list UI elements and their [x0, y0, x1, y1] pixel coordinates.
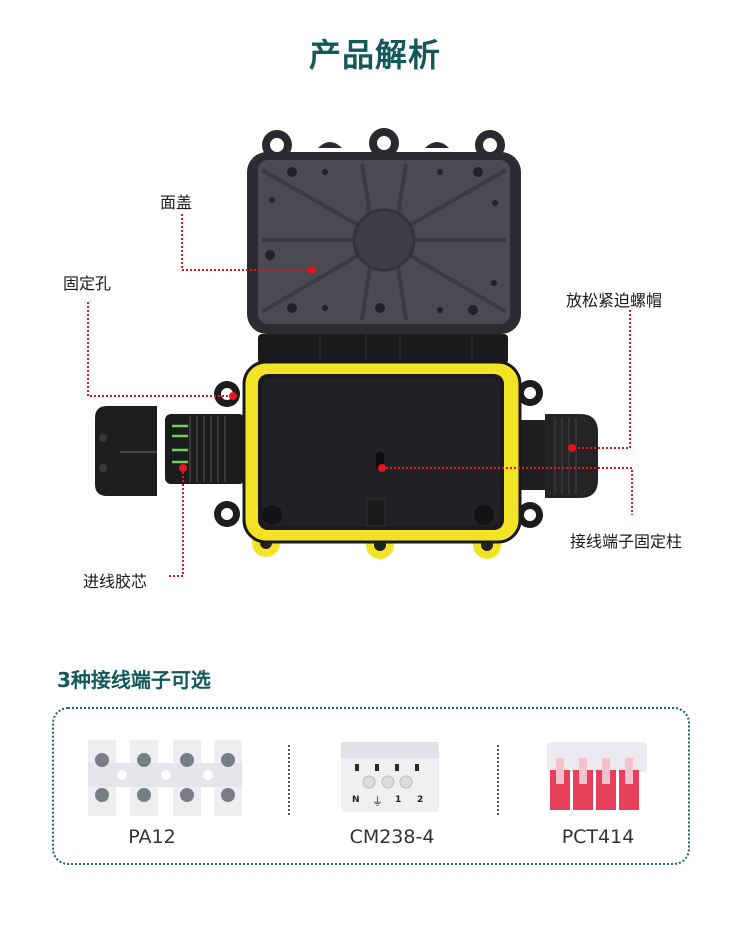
junction-box-illustration [87, 128, 633, 577]
divider [497, 745, 499, 815]
marking-1: 1 [395, 795, 402, 805]
terminal-options-panel [52, 707, 690, 865]
terminal-section-title: 3种接线端子可选 [57, 668, 211, 692]
terminal-model-cm238: CM238-4 [349, 826, 435, 848]
hinge [258, 334, 508, 364]
marking-ground: ⏚ [372, 795, 383, 808]
terminal-model-pct414: PCT414 [561, 826, 635, 848]
marking-2: 2 [417, 795, 424, 805]
leader-dots [179, 266, 576, 472]
cable-gland-left [95, 406, 245, 496]
leader-lines [87, 214, 633, 577]
marking-n: N [352, 795, 360, 805]
terminal-model-pa12: PA12 [128, 826, 176, 848]
divider [288, 745, 290, 815]
page-title: 产品解析 [308, 36, 441, 74]
callout-cover: 面盖 [160, 193, 193, 212]
callout-lock-nut: 放松紧迫螺帽 [566, 291, 663, 310]
lid-cover [247, 128, 521, 334]
callout-cable-seal: 进线胶芯 [83, 572, 148, 591]
callout-mounting-hole: 固定孔 [63, 274, 112, 293]
cable-gland-right [512, 414, 598, 498]
box-body [242, 360, 522, 559]
callout-terminal-post: 接线端子固定柱 [570, 532, 683, 551]
